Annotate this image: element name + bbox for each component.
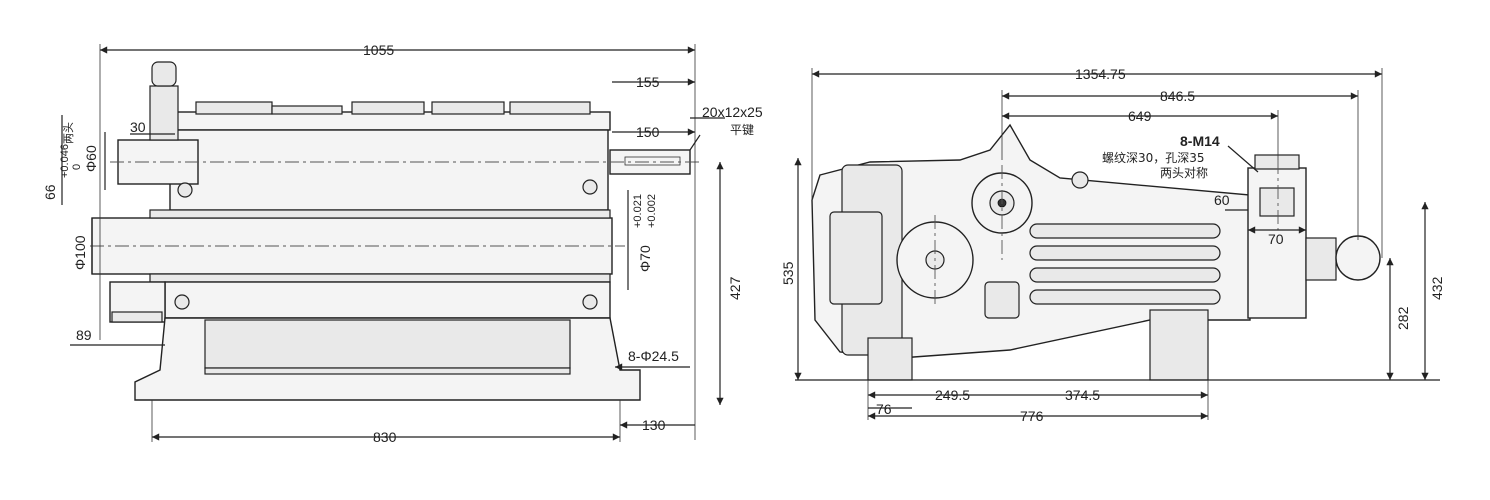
side-dim-846: 846.5 xyxy=(1160,88,1195,104)
dim-shaft-face: 150 xyxy=(636,124,660,140)
dim-shaft-diameter: Φ70 xyxy=(637,245,653,272)
side-dim-374: 374.5 xyxy=(1065,387,1100,403)
shaft-tol-top: +0.021 xyxy=(632,194,644,228)
dim-base-offset: 130 xyxy=(642,417,666,433)
dim-inlet-diameter: Φ100 xyxy=(72,235,88,270)
thread-spec: 8-M14 xyxy=(1180,133,1220,149)
side-dim-overall: 1354.75 xyxy=(1075,66,1126,82)
dim-tolerance-ref: 66 xyxy=(42,184,58,200)
thread-note-1: 螺纹深30，孔深35 xyxy=(1102,151,1205,165)
dim-base-length: 830 xyxy=(373,429,397,445)
side-dim-432: 432 xyxy=(1429,276,1445,300)
dim-height: 427 xyxy=(727,276,743,300)
side-dim-70: 70 xyxy=(1268,231,1284,247)
crankcase-upper xyxy=(169,129,609,211)
side-dim-249: 249.5 xyxy=(935,387,970,403)
side-dim-776: 776 xyxy=(1020,408,1044,424)
thread-note-2: 两头对称 xyxy=(1160,166,1208,180)
crankcase-lower xyxy=(164,281,611,319)
bolts xyxy=(174,179,598,310)
side-dim-76: 76 xyxy=(876,401,892,417)
shaft-tol-bottom: +0.002 xyxy=(646,194,658,228)
dim-key: 20x12x25 xyxy=(702,104,763,120)
side-dim-282: 282 xyxy=(1395,306,1411,330)
side-outlet xyxy=(1335,235,1381,281)
tol-note: 两头 xyxy=(62,122,75,144)
side-view xyxy=(794,68,1440,420)
top-rail xyxy=(169,111,611,131)
side-dim-60: 60 xyxy=(1214,192,1230,208)
dim-holes: 8-Φ24.5 xyxy=(628,348,679,364)
top-bosses xyxy=(195,101,591,115)
tol-top: +0.046 xyxy=(59,144,71,178)
dim-shaft-end: 155 xyxy=(636,74,660,90)
key-note: 平键 xyxy=(730,123,754,137)
side-dim-height: 535 xyxy=(780,261,796,285)
dim-bottom-offset: 89 xyxy=(76,327,92,343)
lifting-eye xyxy=(1071,171,1089,189)
dim-offset-30: 30 xyxy=(130,119,146,135)
front-view xyxy=(61,44,725,442)
side-cylinders xyxy=(1029,223,1221,305)
tol-bottom: 0 xyxy=(71,164,83,170)
dim-port-diameter: Φ60 xyxy=(83,145,99,172)
side-dim-649: 649 xyxy=(1128,108,1152,124)
dim-overall-length: 1055 xyxy=(363,42,394,58)
